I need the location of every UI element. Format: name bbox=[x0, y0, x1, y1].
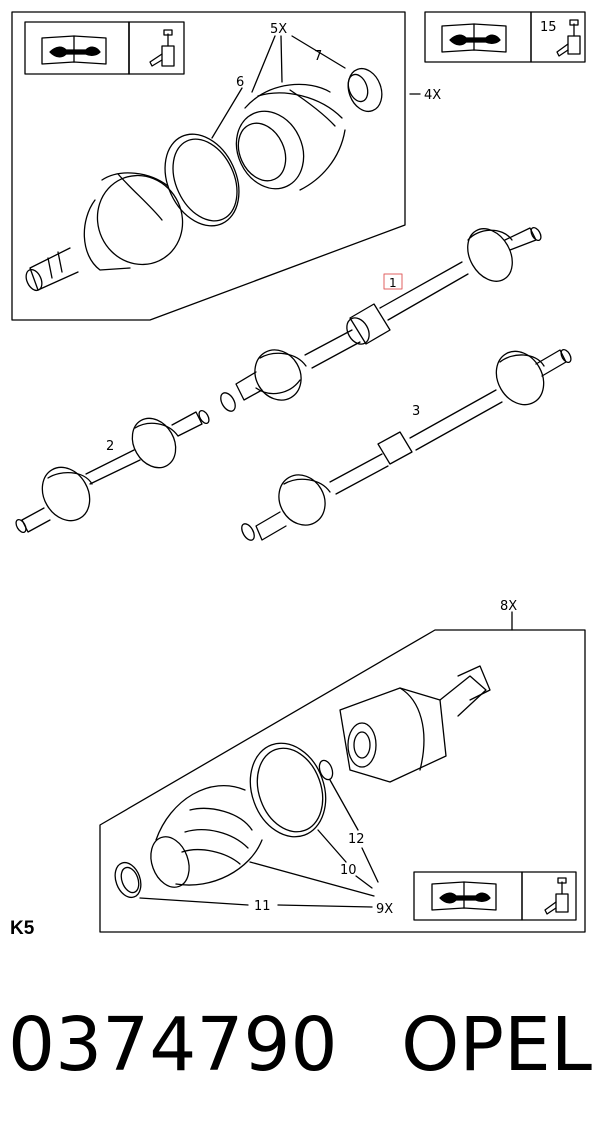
boot-5x bbox=[235, 83, 346, 191]
callout-5x: 5X bbox=[270, 22, 287, 37]
callout-1: 1 bbox=[389, 276, 397, 290]
grease-gun-icon bbox=[544, 877, 569, 915]
part-number: 0374790 bbox=[8, 1002, 338, 1088]
callout-8x: 8X bbox=[500, 599, 517, 614]
outer-cv-joint bbox=[25, 172, 184, 292]
callout-11: 11 bbox=[254, 899, 271, 914]
callout-3: 3 bbox=[412, 404, 420, 419]
boot-9x bbox=[150, 785, 263, 888]
page-code: K5 bbox=[10, 918, 35, 939]
grease-gun-icon bbox=[556, 19, 581, 57]
inset-frame-outer-joint bbox=[11, 11, 406, 321]
exploded-parts-diagram: 5X 6 7 4X 15 1 2 3 8X 12 10 11 9X bbox=[11, 11, 586, 933]
inset-frame-inner-joint bbox=[99, 629, 586, 933]
drive-shaft-2 bbox=[15, 409, 210, 534]
manual-book-icon bbox=[41, 35, 107, 65]
circlip-12 bbox=[318, 759, 334, 781]
callout-9x: 9X bbox=[376, 902, 393, 917]
callout-6: 6 bbox=[236, 75, 244, 90]
manual-book-icon bbox=[441, 23, 507, 53]
brand-name: OPEL bbox=[401, 1002, 592, 1088]
manual-book-icon bbox=[431, 881, 497, 911]
callout-15: 15 bbox=[540, 20, 557, 35]
callout-4x: 4X bbox=[424, 88, 441, 103]
callout-2: 2 bbox=[106, 439, 114, 454]
inner-tripod-joint bbox=[339, 665, 491, 783]
drive-shaft-3 bbox=[241, 348, 572, 541]
callout-7: 7 bbox=[314, 49, 322, 64]
callout-10: 10 bbox=[340, 863, 357, 878]
grease-gun-icon bbox=[149, 29, 175, 67]
callout-1-highlight bbox=[383, 273, 403, 290]
manual-icon-box-top-right bbox=[424, 11, 532, 63]
clamp-ring-6 bbox=[164, 133, 240, 227]
callout-12: 12 bbox=[348, 832, 365, 847]
manual-icon-box bbox=[24, 21, 130, 75]
part-footer: 0374790 OPEL bbox=[8, 1000, 592, 1090]
clamp-ring-10 bbox=[249, 742, 327, 838]
clamp-ring-11 bbox=[114, 861, 142, 899]
drive-shaft-1 bbox=[220, 226, 542, 412]
clamp-ring-7 bbox=[347, 67, 383, 113]
